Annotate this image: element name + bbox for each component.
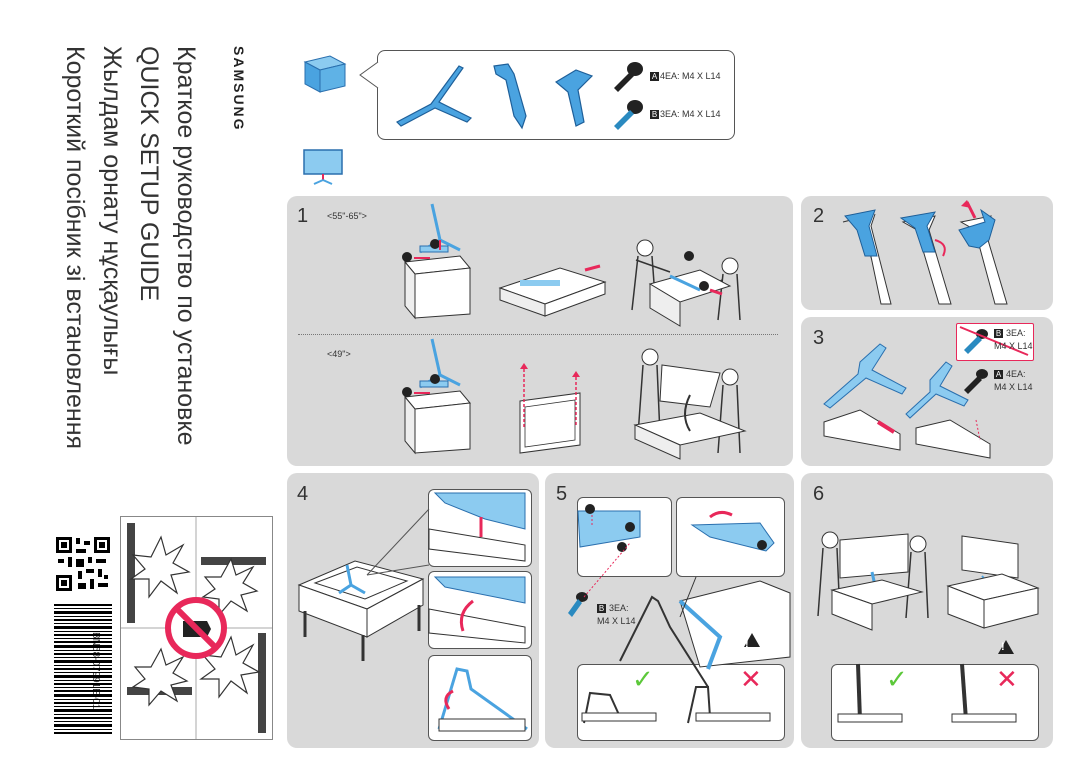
- parts-list-box: [377, 50, 735, 140]
- title-kk: Жылдам орнату нұсқаулығы: [98, 46, 126, 376]
- step-1-size-small: <49">: [327, 349, 351, 359]
- step-5-number: 5: [556, 483, 568, 505]
- handling-warning-illustration: [120, 516, 273, 740]
- step-3-screw-a-icon: [964, 369, 988, 394]
- step-3-illustration: [823, 343, 991, 459]
- step-4-number: 4: [297, 483, 309, 505]
- step-2-illustration: [842, 200, 1008, 305]
- step-6-illustration: [817, 531, 1040, 723]
- step-5-b-badge: B: [597, 604, 606, 613]
- step-5-b-size: M4 X L14: [597, 616, 636, 626]
- package-box-icon: [303, 55, 347, 93]
- screw-a-icon: [614, 62, 643, 92]
- step-3-a-qty: 4EA:: [1006, 369, 1026, 379]
- title-en: QUICK SETUP GUIDE: [135, 46, 163, 302]
- step-5-check-no-icon: ✕: [740, 664, 762, 694]
- step-2-number: 2: [813, 205, 825, 227]
- barcode: [54, 604, 112, 736]
- step-5-warning-icon: !: [745, 638, 749, 650]
- step-3-b-size: M4 X L14: [994, 341, 1033, 351]
- step-1-size-large: <55"-65">: [327, 211, 367, 221]
- screw-b-icon: [614, 100, 643, 130]
- step-6-number: 6: [813, 483, 825, 505]
- title-ru: Краткое руководство по установке: [172, 46, 200, 446]
- screw-a-spec: 4EA: M4 X L14: [660, 71, 721, 81]
- callout-pointer: [359, 61, 379, 89]
- step-6-check-no-icon: ✕: [996, 664, 1018, 694]
- step-1-large-box-illustration: [402, 203, 741, 327]
- step-3-b-badge: B: [994, 329, 1003, 338]
- step-3-a-size: M4 X L14: [994, 382, 1033, 392]
- stand-base-part: [396, 65, 473, 127]
- step-3-b-qty: 3EA:: [1006, 328, 1026, 338]
- step-6-check-box: [831, 664, 1039, 741]
- screw-b-spec: 3EA: M4 X L14: [660, 109, 721, 119]
- step-5-check-box: [577, 664, 785, 741]
- tv-icon: [303, 149, 343, 185]
- stand-neck-part-2: [554, 69, 594, 127]
- stand-neck-part-1: [493, 63, 527, 130]
- qr-code: [54, 535, 112, 593]
- step-6-warning-icon: !: [1001, 641, 1005, 653]
- title-uk: Короткий посібник зі встановлення: [61, 46, 89, 450]
- screw-b-badge: B: [650, 110, 659, 119]
- step-1-small-box-illustration: [402, 338, 747, 460]
- step-3-cross-line: [959, 326, 1029, 356]
- step-1-divider: [298, 334, 778, 335]
- step-4-illustration: [297, 492, 528, 732]
- step-6-check-ok-icon: ✓: [886, 664, 908, 694]
- screw-a-badge: A: [650, 72, 659, 81]
- step-5-illustration: [568, 504, 791, 724]
- step-3-a-badge: A: [994, 370, 1003, 379]
- step-5-check-ok-icon: ✓: [632, 664, 654, 694]
- step-5-b-qty: 3EA:: [609, 603, 629, 613]
- brand-logo: SAMSUNG: [231, 46, 247, 132]
- step-1-number: 1: [297, 205, 309, 227]
- step-3-number: 3: [813, 327, 825, 349]
